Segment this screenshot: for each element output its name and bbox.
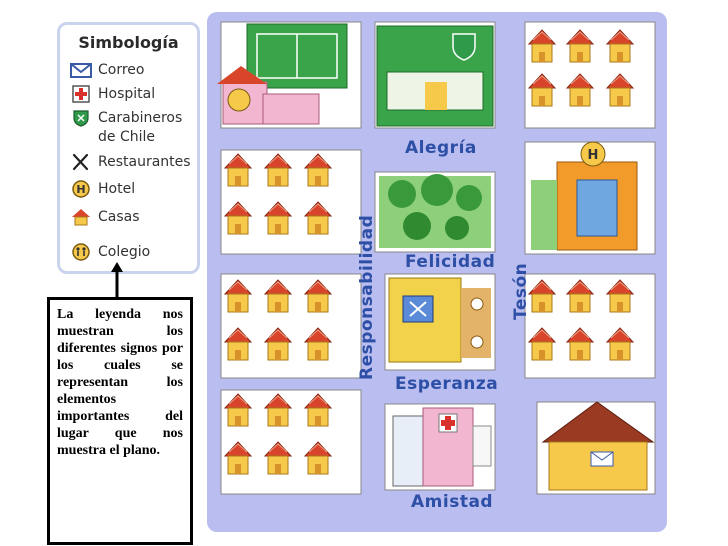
city-map: H — [207, 12, 667, 532]
svg-text:H: H — [76, 183, 85, 196]
up-arrow-icon — [111, 262, 123, 298]
legend-label: Casas — [98, 209, 140, 225]
legend-label: Colegio — [98, 244, 151, 260]
fork-knife-icon — [72, 153, 89, 171]
school-block — [217, 21, 362, 129]
post-office-block — [536, 401, 656, 495]
hospital-cross-icon — [72, 85, 90, 103]
map-legend: Simbología Correo Hospital Carabineros d… — [57, 22, 200, 274]
legend-label: Hospital — [98, 86, 156, 102]
street-label-responsabilidad: Responsabilidad — [357, 214, 377, 380]
street-label-felicidad: Felicidad — [405, 252, 496, 272]
park-block — [374, 171, 496, 253]
legend-item-hospital: Hospital — [70, 85, 198, 104]
houses-block-lower-left — [220, 273, 362, 379]
svg-text:H: H — [588, 148, 599, 163]
hospital-block — [384, 403, 496, 491]
legend-item-carabineros: Carabineros de Chile — [70, 109, 198, 147]
legend-item-restaurantes: Restaurantes — [70, 153, 198, 172]
street-label-alegria: Alegría — [405, 138, 477, 158]
legend-item-hotel: H Hotel — [70, 180, 198, 199]
legend-title: Simbología — [78, 33, 179, 52]
police-station-block — [374, 21, 496, 129]
legend-label: Hotel — [98, 181, 136, 197]
school-children-icon — [72, 243, 90, 261]
street-label-esperanza: Esperanza — [395, 374, 499, 394]
street-label-teson: Tesón — [511, 262, 531, 320]
envelope-icon — [70, 63, 92, 78]
police-shield-icon — [73, 110, 89, 127]
houses-block-middle-left — [220, 149, 362, 255]
hotel-h-icon: H — [72, 180, 90, 198]
legend-item-casas: Casas — [70, 208, 198, 227]
houses-block-lower-right — [524, 273, 656, 379]
legend-item-correo: Correo — [70, 61, 198, 80]
hotel-block: H — [524, 141, 656, 255]
houses-block-bottom-left — [220, 389, 362, 495]
houses-block-top-right — [524, 21, 656, 129]
house-icon — [72, 209, 90, 226]
street-label-amistad: Amistad — [411, 492, 494, 512]
restaurant-block — [384, 273, 496, 371]
legend-label: Carabineros de Chile — [98, 110, 183, 145]
legend-label: Correo — [98, 62, 145, 78]
legend-item-colegio: Colegio — [70, 243, 198, 262]
explanation-note: La leyenda nos muestran los diferentes s… — [47, 297, 193, 545]
legend-label: Restaurantes — [98, 154, 191, 170]
map-drawing: H — [207, 12, 667, 532]
